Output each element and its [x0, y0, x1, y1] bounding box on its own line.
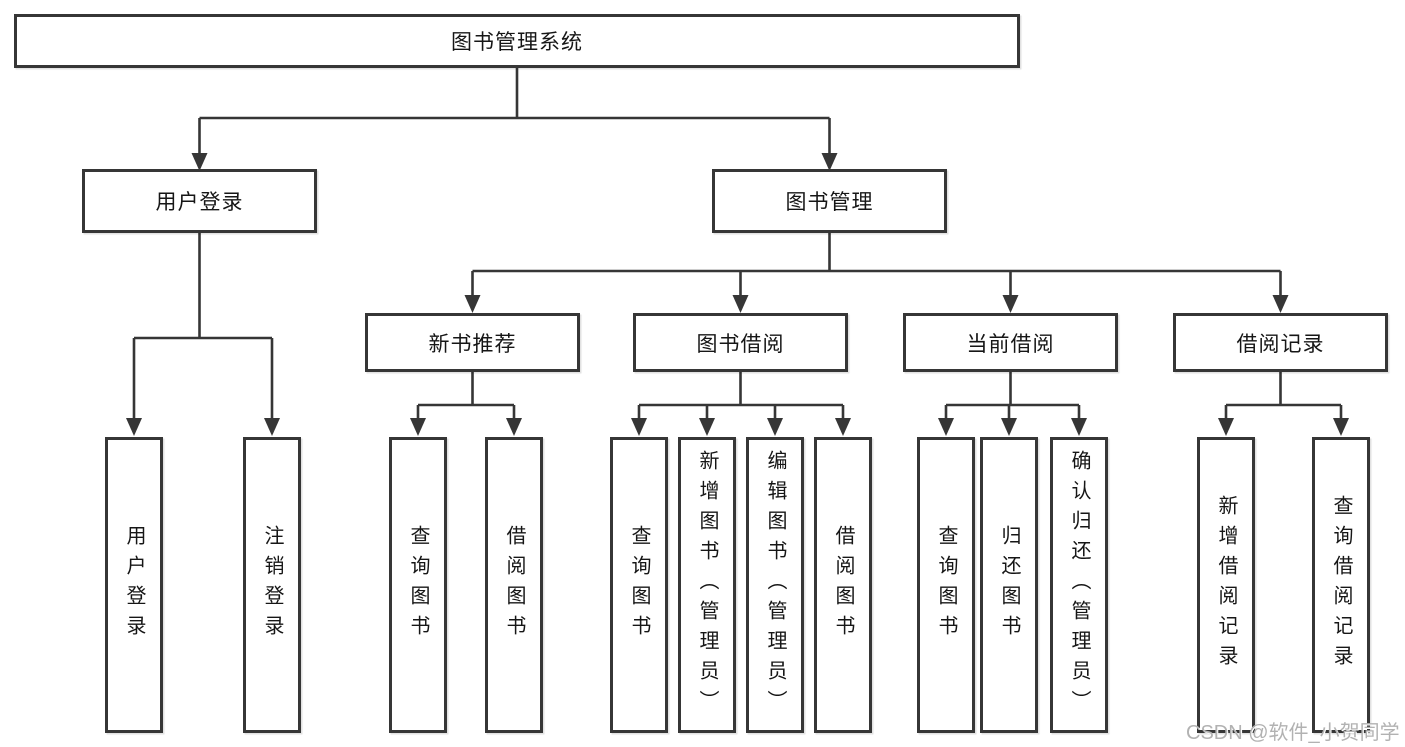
leaf-query-borrow-record: 查询借阅记录: [1312, 437, 1370, 733]
node-current-borrow: 当前借阅: [903, 313, 1118, 372]
node-book-management: 图书管理: [712, 169, 947, 233]
node-user-login: 用户登录: [82, 169, 317, 233]
csdn-watermark: CSDN @软件_小贺同学: [1186, 722, 1400, 744]
node-book-borrow: 图书借阅: [633, 313, 848, 372]
leaf-return-book: 归还图书: [980, 437, 1038, 733]
leaf-edit-book-admin: 编辑图书（管理员）: [746, 437, 804, 733]
leaf-logout: 注销登录: [243, 437, 301, 733]
leaf-add-borrow-record: 新增借阅记录: [1197, 437, 1255, 733]
leaf-add-book-admin: 新增图书（管理员）: [678, 437, 736, 733]
leaf-query-book-2: 查询图书: [610, 437, 668, 733]
leaf-borrow-book-2: 借阅图书: [814, 437, 872, 733]
leaf-query-book-3: 查询图书: [917, 437, 975, 733]
leaf-query-book-1: 查询图书: [389, 437, 447, 733]
node-new-book-recommend: 新书推荐: [365, 313, 580, 372]
leaf-borrow-book-1: 借阅图书: [485, 437, 543, 733]
leaf-confirm-return-admin: 确认归还（管理员）: [1050, 437, 1108, 733]
node-root-system: 图书管理系统: [14, 14, 1020, 68]
leaf-user-login: 用户登录: [105, 437, 163, 733]
node-borrow-record: 借阅记录: [1173, 313, 1388, 372]
